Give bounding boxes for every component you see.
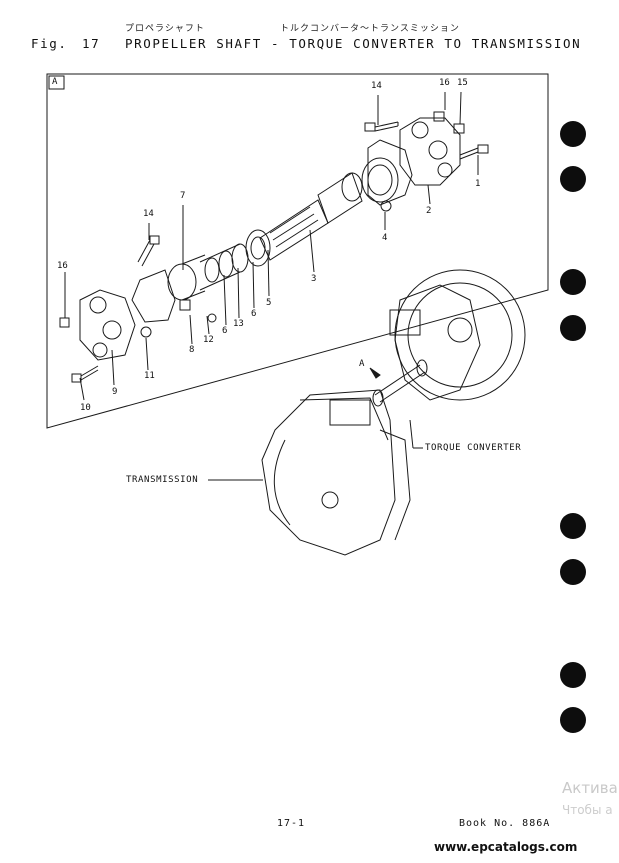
bolt-14-lower [137,235,160,267]
part-label: 13 [233,319,244,329]
part-label: 16 [439,78,450,88]
bolt-10 [71,365,99,383]
binder-hole [560,662,586,688]
part-label: 4 [382,233,388,243]
view-arrow-label: A [359,359,365,369]
part-label: 6 [251,309,257,319]
binder-hole [560,315,586,341]
website-url: www.epcatalogs.com [434,840,578,854]
figure-label: Fig. [31,36,68,51]
part-label: 7 [180,191,186,201]
part-label: 9 [112,387,118,397]
torque-converter-label: TORQUE CONVERTER [425,443,522,453]
universal-joint-front [380,111,465,212]
figure-number: 17 [82,36,101,51]
binder-hole [560,707,586,733]
binder-hole [560,513,586,539]
book-number: Book No. 886A [459,818,551,829]
part-label: 6 [222,326,228,336]
binder-hole [560,269,586,295]
inset-tag-box [48,75,65,90]
part-label: 14 [143,209,154,219]
propeller-shaft-tube [259,172,363,261]
bolt-1 [459,144,489,160]
part-label: 8 [189,345,195,355]
rear-yoke [131,254,217,323]
inset-frame [46,73,549,429]
binder-hole [560,166,586,192]
nut-11 [140,326,152,338]
page-title: PROPELLER SHAFT - TORQUE CONVERTER TO TR… [125,36,582,51]
torque-converter-assembly [389,269,526,401]
splined-ring [245,229,271,267]
part-label: 2 [426,206,432,216]
part-label: 3 [311,274,317,284]
binder-hole [560,121,586,147]
view-arrow [369,367,381,379]
seal-rings [199,243,249,291]
universal-joint-rear [59,289,152,361]
japanese-title-left: プロペラシャフト [125,24,205,34]
binder-hole [560,559,586,585]
inset-tag: A [52,77,58,87]
part-label: 12 [203,335,214,345]
part-label: 5 [266,298,272,308]
part-label: 16 [57,261,68,271]
activation-watermark-line2: Чтобы а [562,803,613,817]
activation-watermark-line1: Актива [562,779,618,797]
part-label: 14 [371,81,382,91]
page-number: 17-1 [277,818,306,829]
bolt-14-top [364,121,399,132]
japanese-title-right: トルクコンバータ～トランスミッション [280,24,460,34]
part-label: 15 [457,78,468,88]
slip-yoke [361,139,413,206]
nut-16 [59,317,70,328]
grease-nipple-12 [207,313,217,323]
part-label: 11 [144,371,155,381]
part-label: 10 [80,403,91,413]
transmission-label: TRANSMISSION [126,475,199,485]
part-label: 1 [475,179,481,189]
transmission-case [261,389,411,556]
